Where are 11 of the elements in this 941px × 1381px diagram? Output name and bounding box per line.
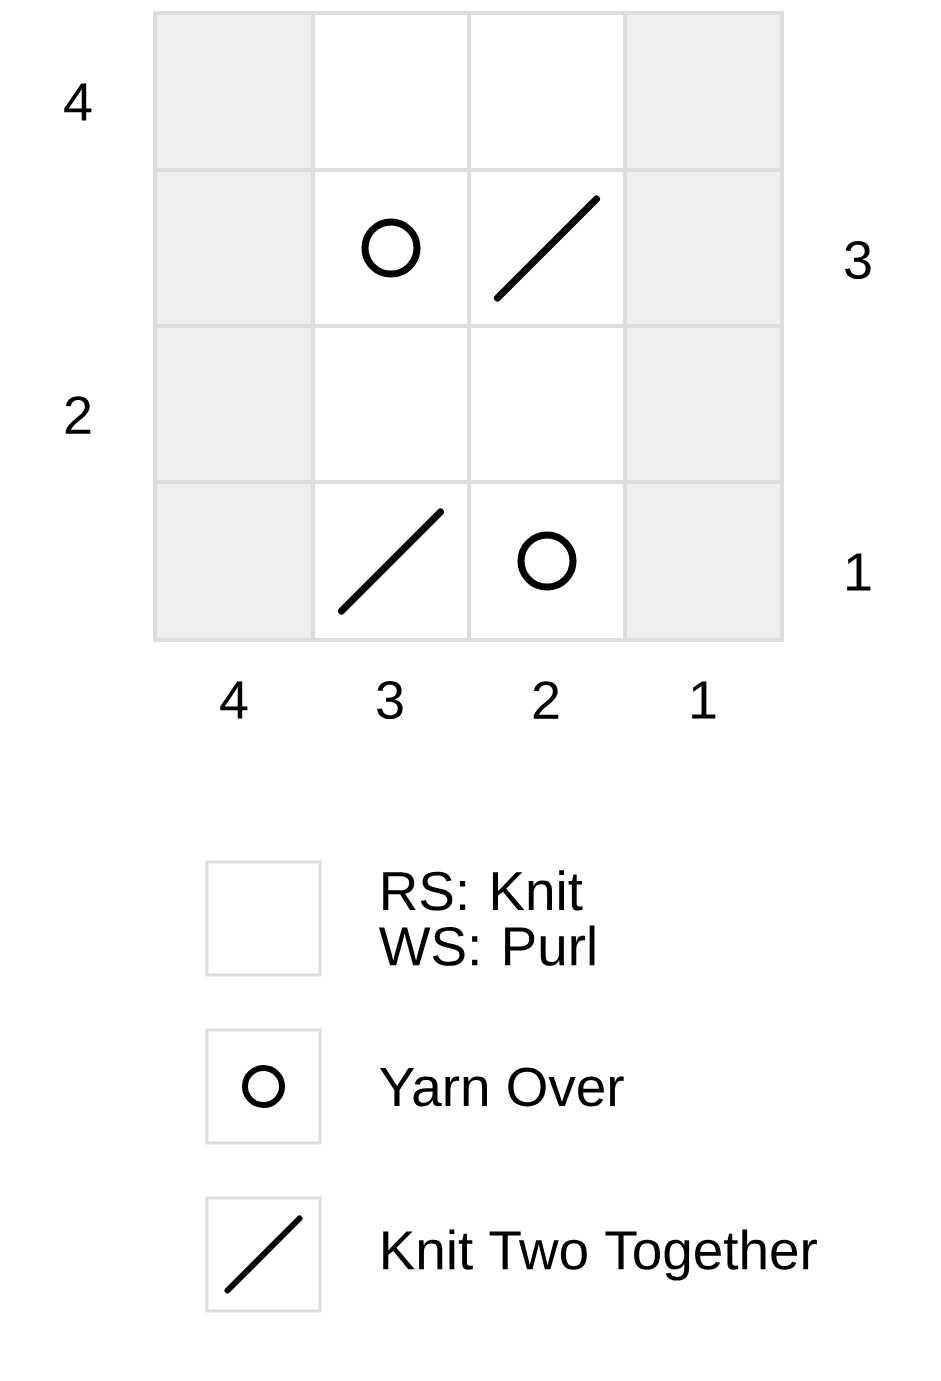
stitch-number: 2 — [533, 681, 559, 719]
stitch-number: 3 — [377, 680, 403, 720]
row-number: 2 — [65, 396, 91, 434]
row-number: 1 — [847, 553, 871, 591]
stitch-number: 1 — [692, 681, 716, 719]
stitch-number: 4 — [220, 681, 248, 719]
row-number: 4 — [64, 83, 92, 121]
legend-label: Knit Two Together — [383, 1229, 817, 1281]
row-number: 3 — [845, 241, 871, 280]
legend-label: Yarn Over — [379, 1067, 624, 1107]
legend-label: RS: Knit WS: Purl — [378, 870, 595, 966]
